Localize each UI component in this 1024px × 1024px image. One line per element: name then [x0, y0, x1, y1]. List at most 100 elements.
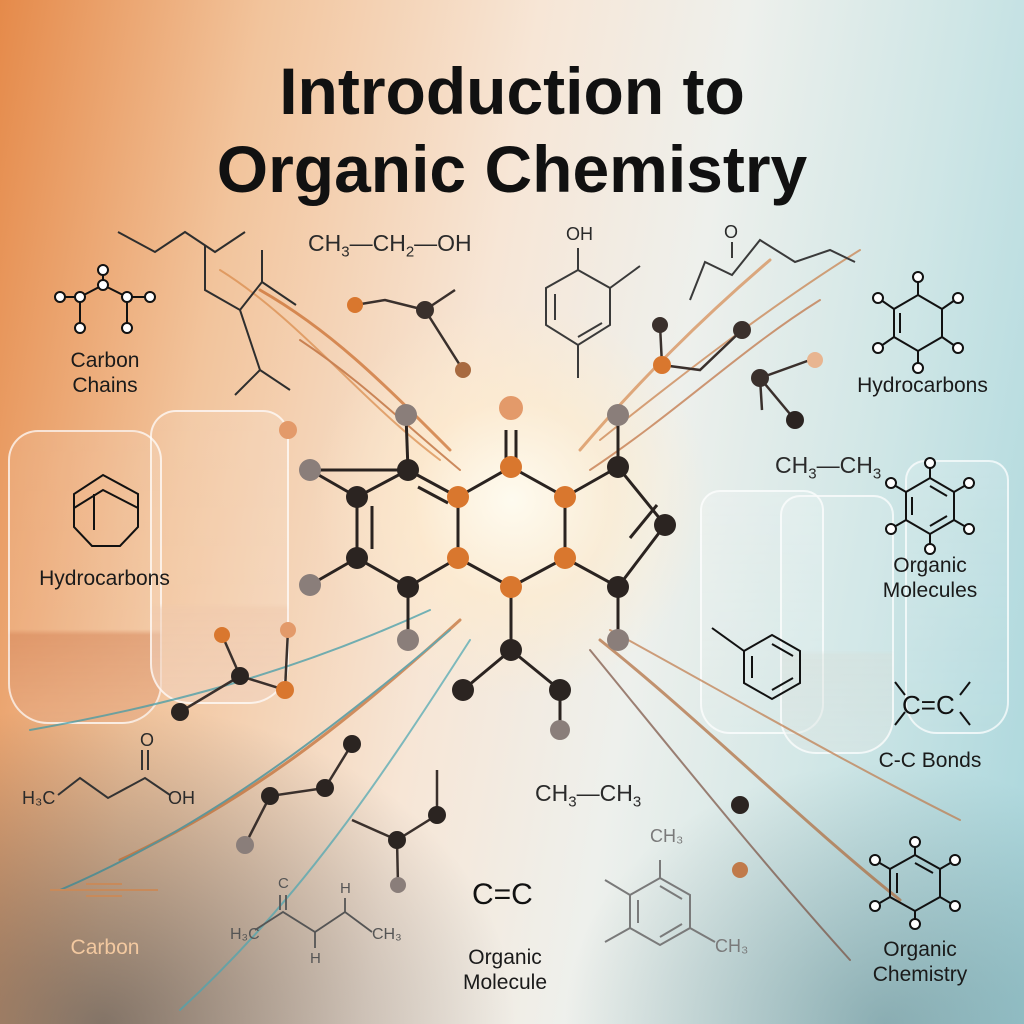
- formula-o-top: O: [724, 222, 739, 242]
- ketone-chain-icon: [689, 238, 856, 301]
- formula-chain-c-top: C: [278, 875, 289, 892]
- toluene-icon: [711, 627, 801, 701]
- flow-line: [589, 299, 821, 471]
- formula-chain-ch3: CH₃: [372, 926, 402, 943]
- background-shadow-left: [0, 700, 520, 1024]
- formula-ethanol: CH3—CH2—OH: [308, 230, 472, 261]
- atom: [347, 297, 363, 313]
- atom: [652, 317, 668, 333]
- atom: [261, 787, 279, 805]
- formula-subscript: 3: [808, 465, 817, 483]
- flow-line: [599, 249, 861, 441]
- flow-line: [258, 288, 452, 452]
- formula-subscript: 2: [405, 243, 415, 261]
- flask-right-3: [905, 460, 1009, 734]
- formula-ethane-bottom: CH3—CH3: [535, 780, 641, 811]
- formula-part: —CH: [576, 780, 633, 806]
- formula-chain-h3c: H₃C: [230, 926, 260, 943]
- label-hydrocarbons-right: Hydrocarbons: [857, 374, 988, 397]
- formula-part: CH: [308, 230, 342, 256]
- atom: [455, 362, 471, 378]
- label-carbon: Carbon: [70, 936, 140, 959]
- label-organic-molecules: Organic Molecules: [882, 554, 978, 602]
- atom: [280, 622, 296, 638]
- atom: [733, 321, 751, 339]
- chain-lower-left: [179, 629, 439, 886]
- formula-part: CH: [775, 452, 809, 478]
- flow-line: [589, 649, 851, 961]
- formula-acid-oh: OH: [168, 788, 195, 808]
- hydrocarbons-hex-icon: [872, 271, 964, 374]
- formula-mes-ch3-top: CH₃: [650, 826, 684, 846]
- formula-acid-h3c: H₃C: [22, 788, 56, 808]
- label-cc-bonds: C-C Bonds: [878, 749, 982, 772]
- carbon-chains-icon: [54, 264, 156, 334]
- flow-line: [179, 639, 471, 1011]
- formula-ethane-right: CH3—CH3: [775, 452, 881, 483]
- atom: [731, 796, 749, 814]
- atom: [231, 667, 249, 685]
- carboxylic-acid-icon: [57, 750, 171, 800]
- branched-chain-icon: [204, 245, 297, 396]
- atom: [732, 862, 748, 878]
- central-molecule-atoms: [299, 396, 676, 740]
- flow-line: [609, 629, 961, 821]
- title-line-1: Introduction to: [279, 54, 745, 128]
- organic-molecules-hex-icon: [885, 457, 975, 555]
- formula-part: —CH: [349, 230, 406, 256]
- alkene-bonds-icon: [894, 681, 971, 726]
- atom: [807, 352, 823, 368]
- formula-part: —OH: [414, 230, 472, 256]
- atom: [214, 627, 230, 643]
- formula-subscript: 3: [632, 793, 642, 811]
- label-hydrocarbons-left: Hydrocarbons: [39, 567, 170, 590]
- formula-subscript: 3: [341, 243, 350, 261]
- flow-line: [598, 638, 902, 902]
- title-line-2: Organic Chemistry: [216, 132, 808, 206]
- zigzag-chain-icon: [117, 230, 246, 254]
- label-organic-molecule: Organic Molecule: [462, 946, 548, 994]
- carbon-bond-lines-icon: [50, 883, 158, 897]
- formula-chain-h-bottom: H: [310, 950, 321, 967]
- formula-part: —CH: [816, 452, 873, 478]
- atom: [786, 411, 804, 429]
- formula-acid-o: O: [140, 730, 155, 750]
- atom: [653, 356, 671, 374]
- flow-line: [59, 629, 451, 891]
- flask-left-2: [150, 410, 289, 704]
- atom: [751, 369, 769, 387]
- mesitylene-icon: [604, 860, 716, 947]
- flow-line: [118, 618, 462, 862]
- formula-cc-double-right: C=C: [902, 690, 955, 720]
- atom: [316, 779, 334, 797]
- label-organic-chemistry: Organic Chemistry: [872, 938, 968, 986]
- atom: [416, 301, 434, 319]
- formula-subscript: 3: [568, 793, 577, 811]
- atom: [388, 831, 406, 849]
- formula-chain-h-top: H: [340, 880, 351, 897]
- background-shadow-right: [560, 760, 1024, 1024]
- branched-alkene-icon: [254, 895, 373, 948]
- bicyclic-ring-icon: [73, 473, 139, 547]
- organic-chemistry-hex-icon: [869, 836, 961, 930]
- cresol-icon: [545, 248, 641, 378]
- chain-upper-left: [354, 288, 465, 371]
- atom: [390, 877, 406, 893]
- atom: [171, 703, 189, 721]
- flask-right-2: [780, 495, 894, 754]
- formula-subscript: 3: [872, 465, 882, 483]
- atom: [343, 735, 361, 753]
- atom: [279, 421, 297, 439]
- label-carbon-chains: Carbon Chains: [70, 349, 140, 397]
- flow-line: [578, 258, 772, 452]
- atom: [276, 681, 294, 699]
- formula-cc-double-bottom: C=C: [472, 878, 533, 911]
- flow-line: [29, 609, 431, 731]
- formula-oh-top: OH: [566, 224, 593, 244]
- formula-part: CH: [535, 780, 569, 806]
- page-title: Introduction to Organic Chemistry: [0, 52, 1024, 208]
- formula-mes-ch3-bottom: CH₃: [715, 936, 749, 956]
- atom: [428, 806, 446, 824]
- atom: [236, 836, 254, 854]
